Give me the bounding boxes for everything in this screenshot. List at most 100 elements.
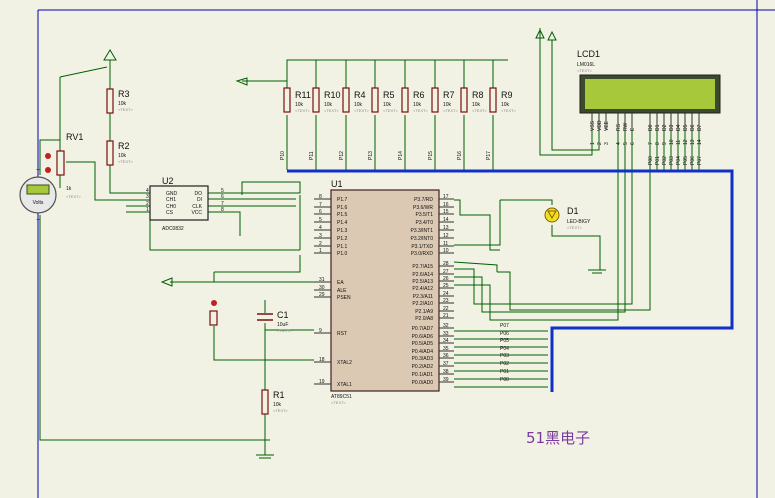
p0-net-label: P07 bbox=[500, 323, 509, 329]
u1-pin-p1.4: P1.4 bbox=[337, 220, 348, 226]
u1-pin-p1.7: P1.7 bbox=[337, 197, 348, 203]
u1-pin-p3.2/int0: P3.2/INT0 bbox=[410, 236, 433, 242]
resistor-value: 10k bbox=[472, 102, 481, 108]
pullup-body bbox=[460, 87, 468, 113]
u1-pin-p1.3: P1.3 bbox=[337, 228, 348, 234]
pot-knob-up-icon[interactable] bbox=[45, 153, 51, 159]
r2-ref: R2 bbox=[118, 141, 130, 151]
u1-pin-p2.6/a14: P2.6/A14 bbox=[412, 272, 433, 278]
u1-pin-num: 28 bbox=[443, 261, 449, 267]
u1-pin-num: 21 bbox=[443, 313, 449, 319]
u1-pin-p2.2/a10: P2.2/A10 bbox=[412, 301, 433, 307]
resistor-value: 10k bbox=[324, 102, 333, 108]
lcd-pin-num: 9 bbox=[662, 142, 668, 145]
reset-button-knob-icon[interactable] bbox=[211, 300, 217, 306]
u1-pin-p2.3/a11: P2.3/A11 bbox=[413, 294, 433, 300]
lcd-net-label: P04 bbox=[676, 156, 682, 165]
lcd-pin-num: 3 bbox=[604, 142, 610, 145]
resistor-text-placeholder: <TEXT> bbox=[383, 108, 399, 113]
resistor-r2[interactable] bbox=[106, 140, 114, 166]
u2-pin-num: 6 bbox=[221, 194, 224, 200]
pullup-body bbox=[371, 87, 379, 113]
resistor-text-placeholder: <TEXT> bbox=[413, 108, 429, 113]
u1-pin-num: 26 bbox=[443, 276, 449, 282]
resistor-ref: R11 bbox=[295, 90, 311, 100]
pot-knob-down-icon[interactable] bbox=[45, 167, 51, 173]
u1-pin-ale: ALE bbox=[337, 288, 347, 294]
u1-pin-num: 3 bbox=[319, 233, 322, 239]
resistor-value: 10k bbox=[383, 102, 392, 108]
u1-pin-num: 32 bbox=[443, 323, 449, 329]
resistor-r1[interactable] bbox=[261, 389, 269, 415]
resistor-ref: R9 bbox=[501, 90, 513, 100]
rv1-value: 1k bbox=[66, 186, 72, 192]
lcd-pin-d6: D6 bbox=[690, 124, 696, 131]
r1-value: 10k bbox=[273, 402, 282, 408]
lcd-pin-num: 14 bbox=[697, 139, 703, 145]
u2-pin-num: 4 bbox=[146, 188, 149, 194]
pot-body bbox=[56, 150, 65, 176]
u1-pin-p0.0/ad0: P0.0/AD0 bbox=[412, 380, 434, 386]
u2-pin-num: 7 bbox=[221, 201, 224, 207]
u1-pin-num: 1 bbox=[319, 248, 322, 254]
u1-pin-num: 14 bbox=[443, 217, 449, 223]
lcd-pin-num: 2 bbox=[597, 142, 603, 145]
u1-pin-num: 24 bbox=[443, 291, 449, 297]
reset-button[interactable] bbox=[209, 300, 218, 326]
u1-pin-num: 19 bbox=[319, 379, 325, 385]
u1-pin-ea: EA bbox=[337, 280, 344, 286]
resistor-value: 10k bbox=[501, 102, 510, 108]
lcd-pin-d4: D4 bbox=[676, 124, 682, 131]
lcd-pin-d3: D3 bbox=[669, 124, 675, 131]
u1-pin-p3.1/txd: P3.1/TXD bbox=[411, 244, 433, 250]
u1-pin-num: 25 bbox=[443, 283, 449, 289]
lcd-pin-d2: D2 bbox=[662, 124, 668, 131]
lcd-pin-vdd: VDD bbox=[597, 120, 603, 131]
u1-pin-num: 18 bbox=[319, 357, 325, 363]
lcd-pin-d0: D0 bbox=[648, 124, 654, 131]
d1-text-placeholder: <TEXT> bbox=[567, 225, 583, 230]
r3-ref: R3 bbox=[118, 89, 130, 99]
p1-net-label: P15 bbox=[428, 151, 434, 160]
lcd-pin-d1: D1 bbox=[655, 124, 661, 131]
lcd-lm016l[interactable]: LCD1LM016L<TEXT>VSS1VDD2VEE3RS4RW5E6D07D… bbox=[577, 49, 721, 165]
resistor-text-placeholder: <TEXT> bbox=[443, 108, 459, 113]
u1-pin-num: 22 bbox=[443, 306, 449, 312]
led-diode-symbol bbox=[547, 210, 557, 220]
u1-pin-num: 27 bbox=[443, 269, 449, 275]
voltmeter-display bbox=[26, 184, 50, 195]
u1-pin-num: 4 bbox=[319, 225, 322, 231]
u1-pin-num: 2 bbox=[319, 241, 322, 247]
r2-text-placeholder: <TEXT> bbox=[118, 159, 134, 164]
lcd-pin-num: 10 bbox=[669, 139, 675, 145]
u1-pin-psen: PSEN bbox=[337, 295, 351, 301]
resistor-ref: R4 bbox=[354, 90, 366, 100]
resistor-r3[interactable] bbox=[106, 88, 114, 114]
u1-pin-p0.7/ad7: P0.7/AD7 bbox=[412, 326, 434, 332]
u1-body bbox=[330, 189, 440, 392]
voltmeter-dial bbox=[19, 176, 57, 214]
p1-net-label: P12 bbox=[339, 151, 345, 160]
p1-net-label: P16 bbox=[457, 151, 463, 160]
p0-net-label: P01 bbox=[500, 369, 509, 375]
resistor-text-placeholder: <TEXT> bbox=[354, 108, 370, 113]
lcd-pin-num: 13 bbox=[690, 139, 696, 145]
u1-pin-p3.3/int1: P3.3/INT1 bbox=[410, 228, 433, 234]
u1-pin-p1.0: P1.0 bbox=[337, 251, 348, 257]
u1-pin-p1.2: P1.2 bbox=[337, 236, 348, 242]
r3-text-placeholder: <TEXT> bbox=[118, 107, 134, 112]
